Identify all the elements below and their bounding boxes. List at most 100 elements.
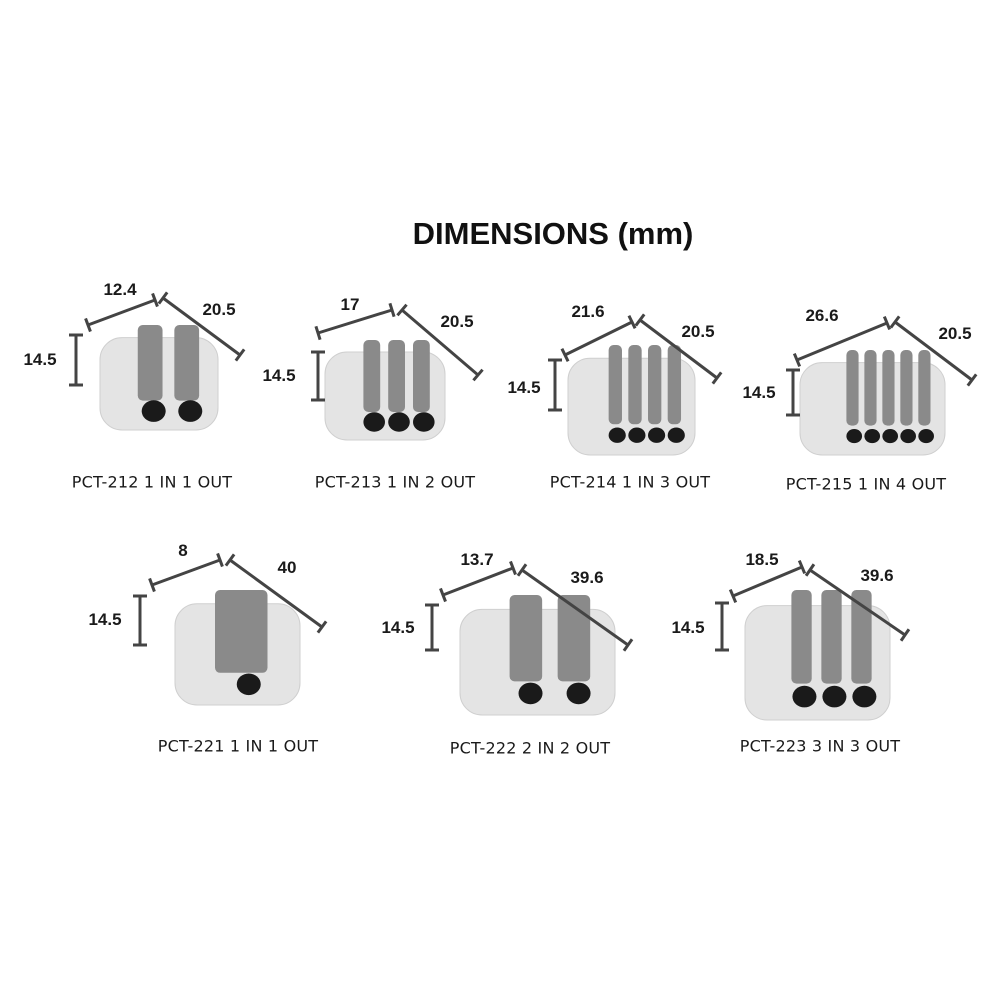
lever: [509, 595, 543, 682]
depth-dimension-tick: [516, 563, 528, 577]
height-label: 14.5: [742, 383, 776, 402]
width-dimension-tick: [560, 348, 570, 362]
width-dimension-tick: [148, 577, 156, 593]
width-dimension-tick: [84, 317, 92, 333]
model-caption: PCT-223 3 IN 3 OUT: [739, 736, 901, 756]
lever: [628, 345, 642, 425]
wire-hole: [667, 427, 685, 443]
wire-hole: [388, 412, 410, 432]
connector-image: [744, 590, 891, 721]
height-label: 14.5: [381, 618, 415, 637]
width-dimension: [148, 552, 224, 593]
depth-label: 20.5: [938, 324, 972, 343]
depth-dimension: [224, 553, 328, 634]
width-label: 26.6: [805, 306, 839, 325]
width-dimension-tick: [728, 588, 738, 604]
width-dimension-tick: [792, 352, 802, 368]
height-dimension: [69, 333, 83, 387]
lever: [667, 345, 682, 425]
width-dimension-line: [151, 558, 221, 587]
width-dimension: [728, 559, 807, 604]
height-label: 14.5: [507, 378, 541, 397]
product-2: [548, 313, 723, 456]
wire-hole: [822, 685, 847, 708]
depth-dimension-line: [162, 296, 241, 357]
product-5: [425, 560, 634, 716]
depth-dimension: [396, 303, 484, 382]
width-dimension-line: [796, 321, 888, 362]
width-dimension-line: [564, 320, 633, 357]
depth-dimension-tick: [634, 313, 646, 327]
wire-hole: [846, 429, 863, 444]
lever: [363, 340, 381, 412]
width-dimension: [84, 292, 159, 333]
wire-hole: [918, 429, 934, 444]
lever: [413, 340, 430, 412]
depth-dimension-tick: [396, 303, 408, 317]
wire-hole: [178, 400, 203, 422]
depth-dimension-line: [521, 568, 629, 647]
depth-dimension-tick: [316, 620, 328, 634]
width-label: 12.4: [103, 280, 137, 299]
depth-label: 39.6: [570, 568, 604, 587]
lever: [388, 340, 405, 412]
depth-dimension: [516, 563, 634, 652]
width-dimension-tick: [509, 560, 517, 576]
depth-dimension-tick: [234, 348, 246, 362]
lever: [846, 350, 859, 426]
wire-hole: [566, 682, 591, 705]
lever: [882, 350, 895, 426]
height-label: 14.5: [671, 618, 705, 637]
model-caption: PCT-221 1 IN 1 OUT: [157, 736, 319, 756]
model-caption: PCT-214 1 IN 3 OUT: [549, 472, 711, 492]
depth-label: 40: [277, 558, 297, 577]
lever: [821, 590, 842, 684]
product-1: [311, 302, 484, 441]
depth-label: 20.5: [202, 300, 236, 319]
lever: [215, 590, 268, 673]
model-caption: PCT-215 1 IN 4 OUT: [785, 474, 947, 494]
depth-dimension-line: [401, 308, 479, 377]
lever: [557, 595, 591, 682]
diagram-title: DIMENSIONS (mm): [412, 216, 694, 251]
wire-hole: [628, 427, 646, 443]
connector-image: [174, 590, 301, 706]
depth-label: 39.6: [860, 566, 894, 585]
lever: [900, 350, 913, 426]
connector-image: [799, 350, 946, 456]
depth-label: 20.5: [440, 312, 474, 331]
depth-dimension-tick: [711, 371, 723, 385]
wire-hole: [608, 427, 626, 443]
depth-dimension-tick: [889, 315, 901, 329]
depth-dimension-line: [809, 568, 906, 637]
lever: [791, 590, 812, 684]
width-dimension-line: [87, 298, 156, 327]
width-dimension-tick: [882, 315, 892, 331]
model-caption: PCT-212 1 IN 1 OUT: [71, 472, 233, 492]
wire-hole: [141, 400, 166, 422]
connector-image: [567, 345, 696, 456]
height-label: 14.5: [23, 350, 57, 369]
height-dimension: [425, 603, 439, 652]
model-caption: PCT-213 1 IN 2 OUT: [314, 472, 476, 492]
wire-hole: [792, 685, 817, 708]
product-3: [786, 315, 978, 456]
width-dimension-tick: [314, 325, 322, 341]
product-6: [715, 559, 911, 721]
depth-dimension: [804, 563, 911, 642]
width-dimension: [439, 560, 517, 603]
depth-label: 20.5: [681, 322, 715, 341]
lever: [648, 345, 662, 425]
depth-dimension: [634, 313, 723, 385]
height-dimension: [715, 601, 729, 652]
wire-hole: [363, 412, 386, 432]
connector-image: [99, 325, 219, 431]
depth-dimension-tick: [622, 638, 634, 652]
depth-dimension-line: [639, 318, 718, 380]
wire-hole: [900, 429, 916, 444]
lever: [608, 345, 622, 425]
depth-dimension-tick: [157, 291, 169, 305]
height-dimension: [133, 594, 147, 647]
lever: [174, 325, 200, 401]
lever: [851, 590, 872, 684]
